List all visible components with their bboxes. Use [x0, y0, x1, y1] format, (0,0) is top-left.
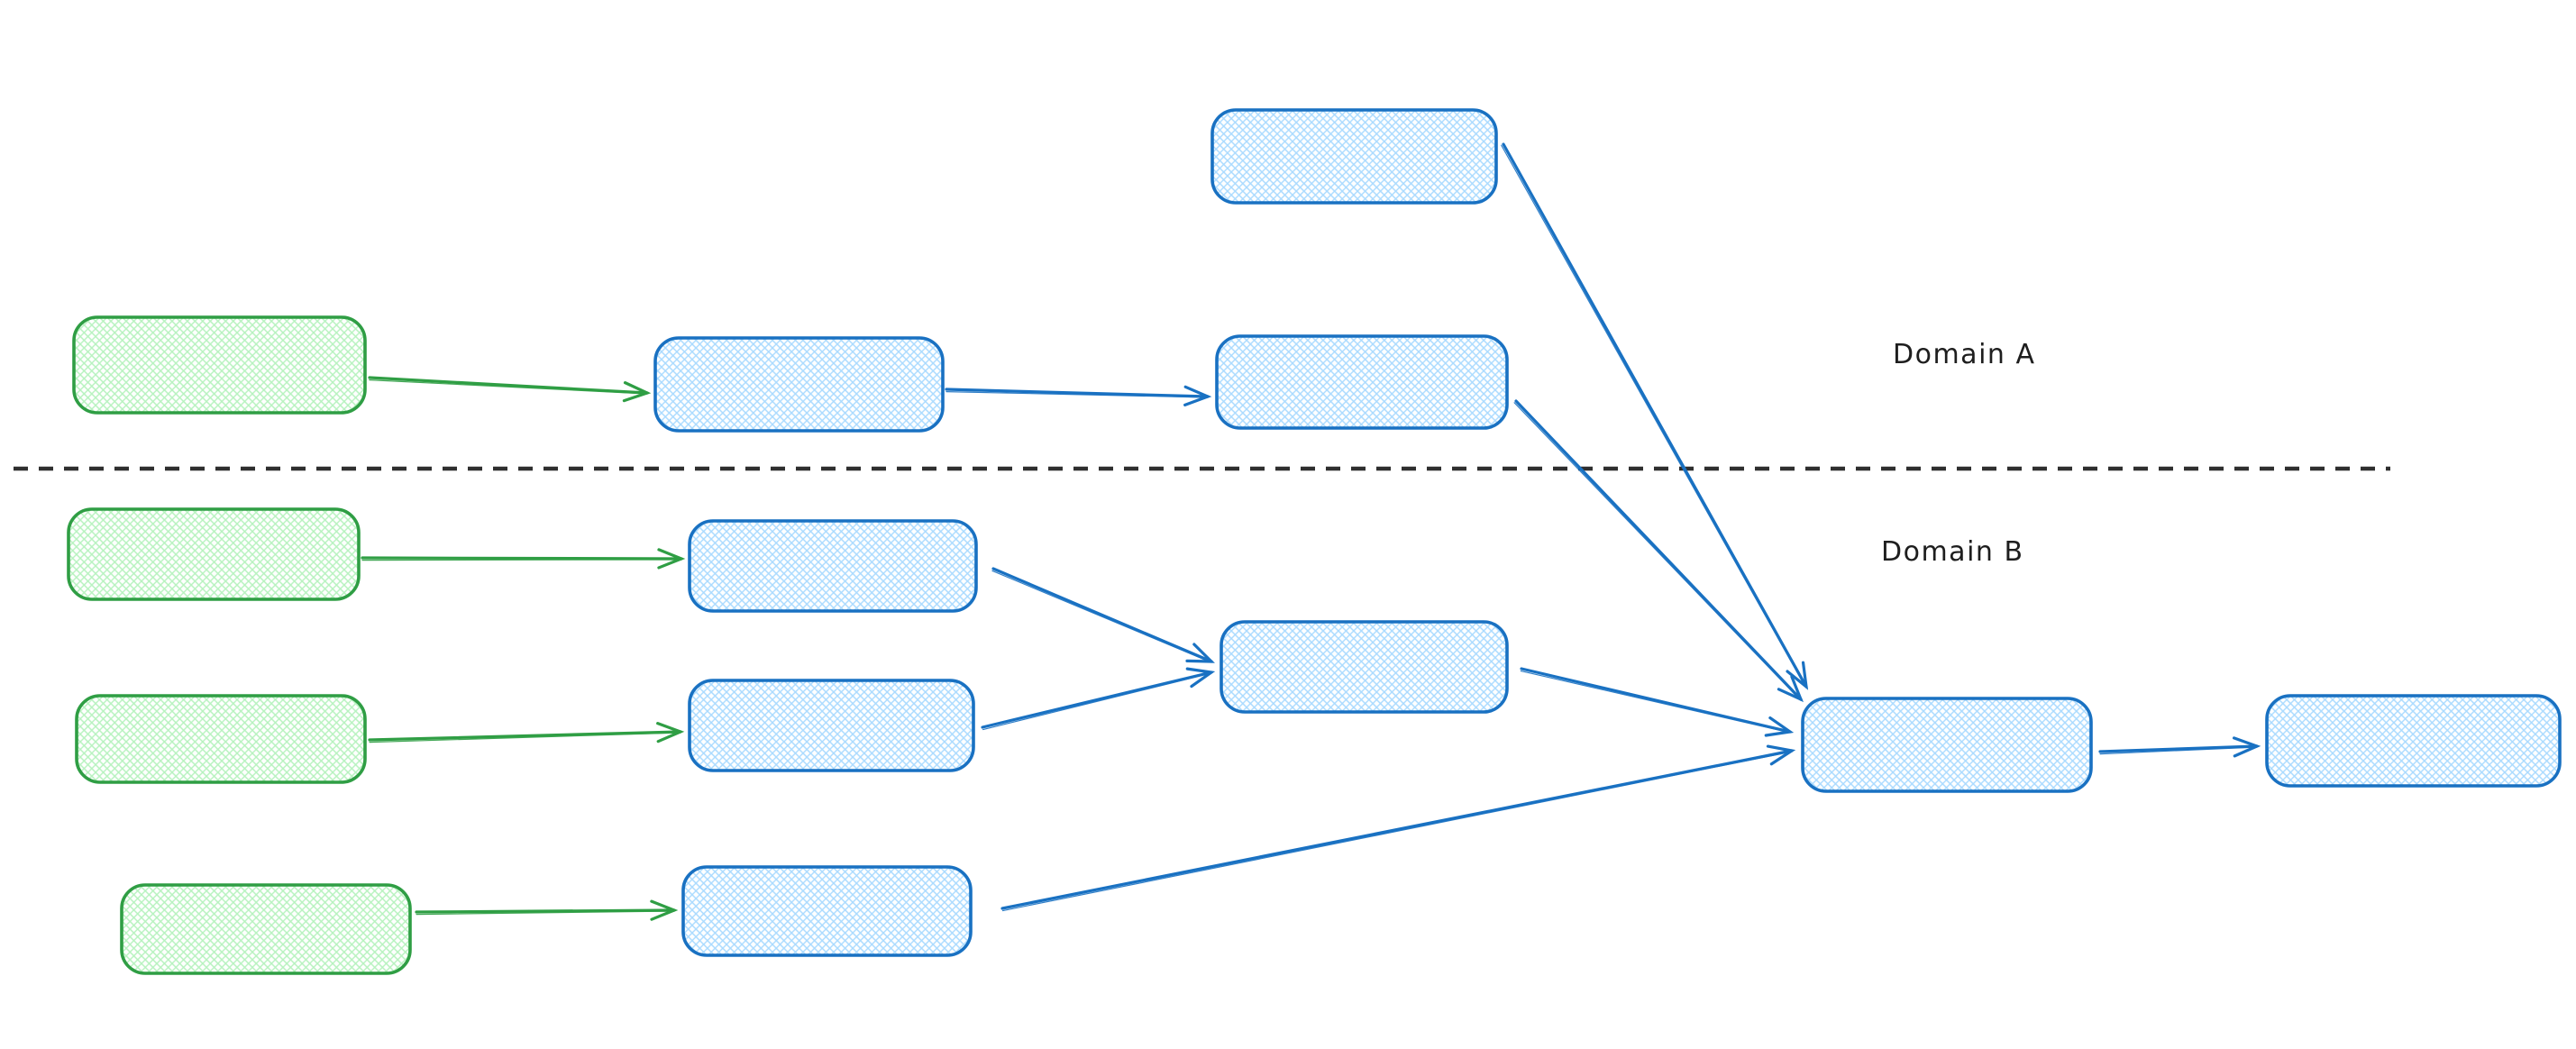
arrowhead-process-a1-to-process-a2 [1183, 385, 1212, 406]
edge-aggregator-to-output[interactable] [2098, 736, 2261, 758]
arrowhead-source-top-to-aggregator [1786, 661, 1809, 690]
arrowhead-process-a2-to-aggregator [1777, 675, 1804, 703]
process-b3-node[interactable] [681, 865, 973, 957]
arrowhead-process-b3-to-aggregator [1766, 744, 1796, 766]
process-b2-node[interactable] [688, 679, 975, 772]
arrowhead-input-b3-to-process-b3 [650, 899, 679, 921]
edge-source-top-to-aggregator[interactable] [1501, 142, 1809, 690]
edge-input-b2-to-process-b2[interactable] [368, 722, 685, 743]
edge-process-b1-to-merge-b[interactable] [991, 567, 1215, 663]
edge-input-b1-to-process-b1[interactable] [361, 548, 686, 570]
input-a-node[interactable] [72, 315, 367, 415]
edge-merge-b-to-aggregator[interactable] [1520, 667, 1795, 737]
domain-a-label[interactable]: Domain A [1893, 339, 2035, 370]
process-a2-node[interactable] [1215, 334, 1509, 430]
merge-b-node[interactable] [1219, 620, 1509, 714]
arrowhead-input-a-to-process-a1 [622, 381, 652, 403]
arrowhead-process-b2-to-merge-b [1185, 667, 1216, 689]
edge-input-a-to-process-a1[interactable] [368, 376, 652, 403]
input-b1-node[interactable] [67, 507, 361, 601]
process-a1-node[interactable] [653, 336, 945, 433]
edge-process-a2-to-aggregator[interactable] [1513, 399, 1804, 703]
arrowhead-aggregator-to-output [2233, 736, 2261, 758]
output-node[interactable] [2265, 694, 2562, 788]
edge-process-b2-to-merge-b[interactable] [981, 667, 1216, 731]
edge-process-a1-to-process-a2[interactable] [945, 385, 1212, 406]
edge-process-b3-to-aggregator[interactable] [1000, 744, 1796, 912]
arrowhead-input-b1-to-process-b1 [657, 548, 686, 570]
edge-input-b3-to-process-b3[interactable] [415, 899, 679, 921]
process-b1-node[interactable] [688, 519, 978, 613]
source-top-node[interactable] [1210, 108, 1498, 205]
arrowhead-process-b1-to-merge-b [1185, 643, 1215, 663]
domain-b-label[interactable]: Domain B [1881, 536, 2024, 568]
arrowhead-input-b2-to-process-b2 [656, 722, 685, 743]
input-b3-node[interactable] [120, 883, 412, 975]
input-b2-node[interactable] [75, 694, 367, 784]
aggregator-node[interactable] [1801, 697, 2093, 793]
arrowhead-merge-b-to-aggregator [1764, 716, 1795, 737]
